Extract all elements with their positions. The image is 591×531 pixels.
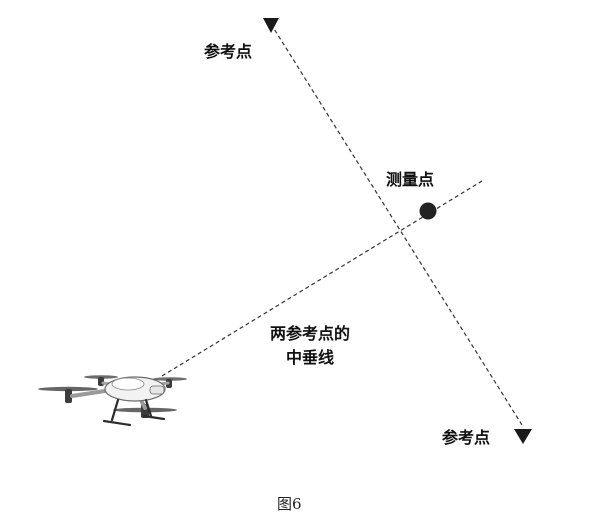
bottom-reference-point-label: 参考点 [442,428,491,447]
perpendicular-bisector-label: 两参考点的 中垂线 [262,322,358,370]
bottom-reference-arrow-icon [514,429,532,444]
measurement-point-dot-icon [419,202,437,220]
measurement-point-label: 测量点 [386,170,435,189]
perpendicular-bisector-label-line1: 两参考点的 [269,324,350,343]
top-reference-point-label: 参考点 [204,42,253,61]
reference-line [270,23,523,426]
figure-caption: 图6 [277,495,302,513]
perpendicular-bisector-label-line2: 中垂线 [285,348,334,367]
top-reference-arrow-icon [263,18,279,33]
drone-icon [38,375,187,427]
